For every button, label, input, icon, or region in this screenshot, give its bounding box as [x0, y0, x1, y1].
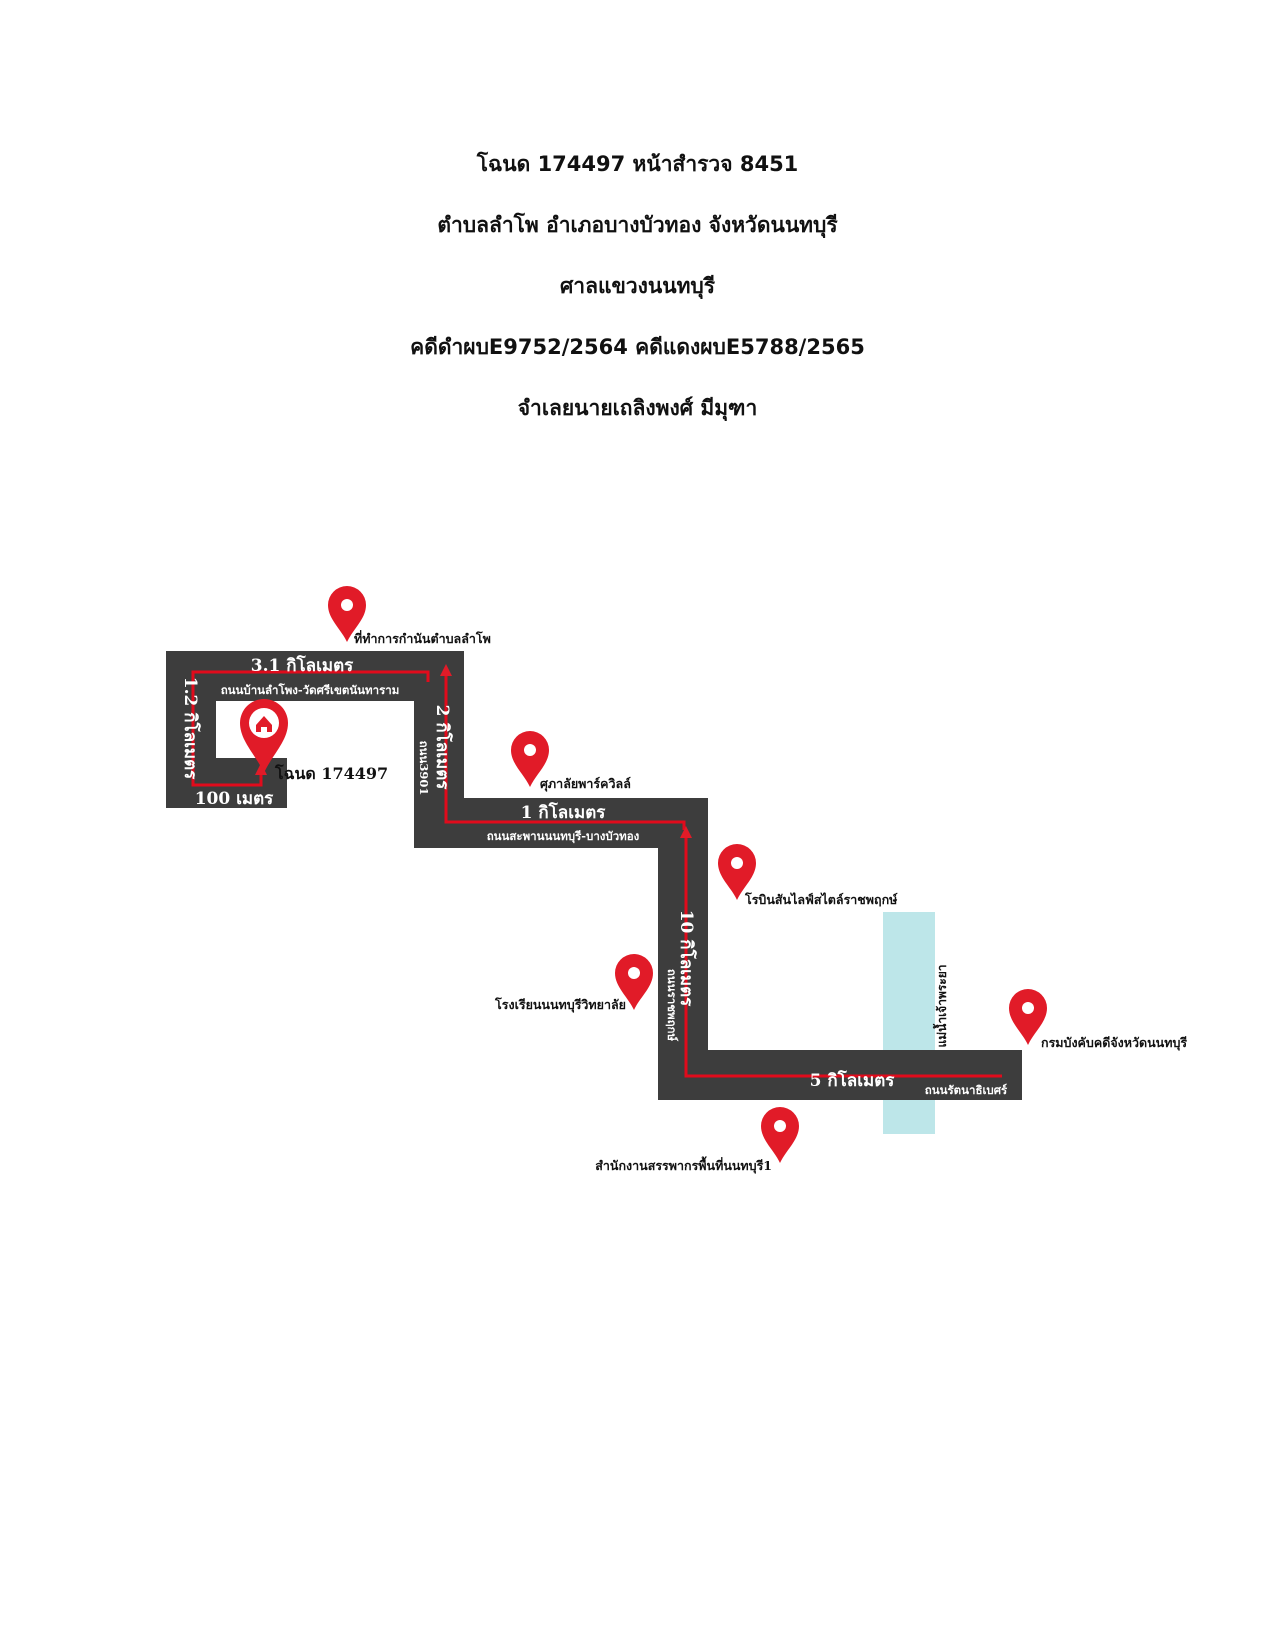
road-name-rattanathibet: ถนนรัตนาธิเบศร์ [925, 1083, 1008, 1097]
route-line-2 [444, 673, 686, 830]
road-3901 [414, 651, 464, 823]
distance-10km: 10 กิโลเมตร [676, 910, 697, 1007]
place-supalai: ศุภาลัยพาร์ควิลล์ [540, 776, 631, 792]
road-name-3901: ถนน3901 [417, 741, 431, 796]
road-name-ratchaphruek: ถนนราชพฤกษ์ [665, 969, 679, 1042]
arrow-up-icon [440, 664, 452, 676]
location-pin-icon [761, 1107, 799, 1163]
home-pin-icon [240, 699, 288, 773]
route-line-3 [684, 836, 1002, 1078]
place-office: ที่ทำการกำนันตำบลลำโพ [354, 630, 491, 646]
place-revenue: สำนักงานสรรพากรพื้นที่นนทบุรี1 [595, 1156, 772, 1174]
arrow-up-icon [680, 826, 692, 838]
distance-3-1km: 3.1 กิโลเมตร [251, 655, 354, 676]
river [883, 912, 935, 1134]
road-ratchaphruek [658, 798, 708, 1100]
defendant-line: จำเลยนายเถลิงพงศ์ มีมุฑา [517, 396, 758, 420]
distance-5km: 5 กิโลเมตร [810, 1070, 896, 1091]
place-school: โรงเรียนนนทบุรีวิทยาลัย [494, 997, 626, 1013]
case-numbers-line: คดีดำผบE9752/2564 คดีแดงผบE5788/2565 [410, 335, 865, 359]
plot-label: โฉนด 174497 [274, 763, 388, 783]
river-name: แม่น้ำเจ้าพระยา [932, 964, 949, 1047]
place-robinson: โรบินสันไลฟ์สไตล์ราชพฤกษ์ [744, 892, 898, 907]
court-line: ศาลแขวงนนทบุรี [559, 274, 716, 298]
route-line-1 [191, 670, 430, 787]
road-name-lamphot: ถนนบ้านลำโพง-วัดศรีเขตนันทาราม [221, 682, 400, 697]
distance-1-2km: 1.2 กิโลเมตร [180, 677, 201, 780]
place-enforcement: กรมบังคับคดีจังหวัดนนทบุรี [1041, 1035, 1187, 1051]
distance-100m: 100 เมตร [195, 789, 274, 809]
distance-2km: 2 กิโลเมตร [432, 705, 453, 791]
location-line: ตำบลลำโพ อำเภอบางบัวทอง จังหวัดนนทบุรี [437, 213, 838, 237]
distance-1km: 1 กิโลเมตร [521, 802, 607, 823]
title-deed-number: โฉนด 174497 หน้าสำรวจ 8451 [476, 152, 799, 176]
road-name-saphan: ถนนสะพานนนทบุรี-บางบัวทอง [487, 829, 640, 844]
